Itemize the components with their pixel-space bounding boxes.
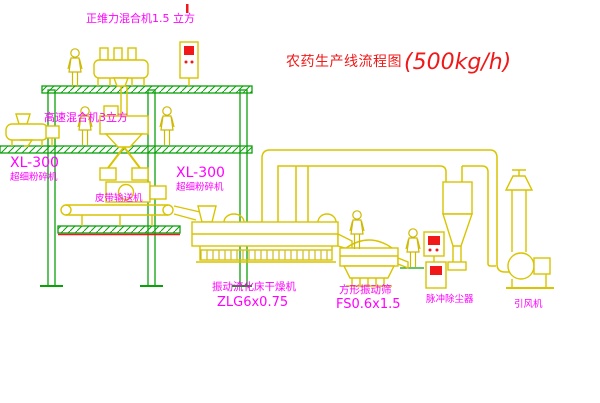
diagram-title: 农药生产线流程图 <box>286 54 402 70</box>
label-mid-crusher-model: XL-300 <box>176 165 225 181</box>
label-top-mixer: 正维力混合机1.5 立方 <box>86 11 195 25</box>
label-dust-collector: 脉冲除尘器 <box>426 293 474 305</box>
diagram-title-capacity: (500kg/h) <box>404 50 511 75</box>
label-fan: 引风机 <box>514 298 543 310</box>
label-sieve-model: FS0.6x1.5 <box>336 297 401 312</box>
person-figure-1 <box>67 48 83 88</box>
label-left-crusher-model: XL-300 <box>10 155 59 171</box>
vibrating-sieve <box>339 239 409 287</box>
label-sieve-name: 方形振动筛 <box>339 283 392 296</box>
control-cabinet-1 <box>179 41 199 86</box>
label-left-crusher-name: 超细粉碎机 <box>10 171 58 183</box>
red-mark <box>186 4 189 13</box>
high-speed-mixer <box>99 105 149 181</box>
label-belt-conveyor: 皮带输送机 <box>95 192 143 204</box>
label-dryer-name: 振动流化床干燥机 <box>212 280 296 293</box>
induced-draft-fan <box>506 252 554 289</box>
mid-crusher <box>105 181 167 203</box>
label-dryer-model: ZLG6x0.75 <box>217 295 288 310</box>
label-high-speed-mixer: 高速混合机3立方 <box>44 110 128 124</box>
dust-collector-stack <box>504 169 534 252</box>
label-mid-crusher-name: 超细粉碎机 <box>176 181 224 193</box>
fluid-bed-dryer <box>191 205 353 263</box>
exhaust-duct <box>261 149 510 273</box>
person-figure-5 <box>405 228 421 268</box>
top-mixer <box>93 47 149 116</box>
left-crusher <box>5 113 60 147</box>
cyclone-separator <box>442 181 473 271</box>
person-figure-3 <box>159 106 175 146</box>
belt-conveyor <box>60 204 201 226</box>
control-cabinet-2 <box>423 231 447 289</box>
